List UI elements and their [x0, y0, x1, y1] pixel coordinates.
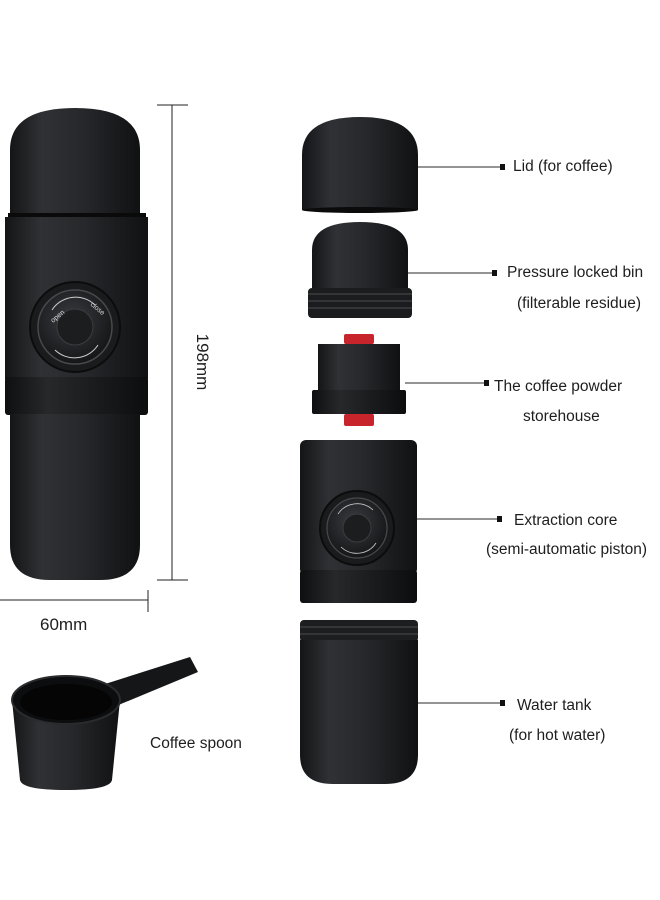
label-bin-sub: (filterable residue) [517, 295, 642, 312]
label-lid: Lid (for coffee) [513, 158, 613, 175]
assembled-cap [10, 108, 140, 215]
part-extraction-core [300, 440, 417, 603]
part-lid [302, 117, 418, 213]
seam [8, 213, 146, 218]
assembled-tank [10, 414, 140, 580]
width-label: 60mm [40, 615, 88, 634]
width-dimension [0, 590, 149, 612]
label-bin: Pressure locked bin [507, 264, 644, 281]
label-core-sub: (semi-automatic piston) [486, 541, 648, 558]
label-powder: The coffee powder [494, 378, 623, 395]
seal-top [344, 334, 374, 344]
label-tank-sub: (for hot water) [509, 727, 606, 744]
height-dimension [157, 104, 188, 581]
assembled-band [5, 377, 148, 415]
leader-lines [405, 164, 505, 706]
part-bin [308, 222, 412, 318]
coffee-spoon [11, 657, 198, 790]
label-core: Extraction core [514, 512, 618, 529]
part-water-tank [300, 620, 418, 784]
label-powder-sub: storehouse [523, 408, 600, 425]
assembled-knob: open close [29, 281, 121, 373]
height-label: 198mm [193, 333, 212, 391]
assembled-unit: open close [5, 108, 148, 580]
seal-bottom [344, 414, 374, 426]
part-powder-storehouse [312, 334, 406, 426]
label-spoon: Coffee spoon [150, 735, 242, 752]
label-tank: Water tank [517, 697, 592, 714]
